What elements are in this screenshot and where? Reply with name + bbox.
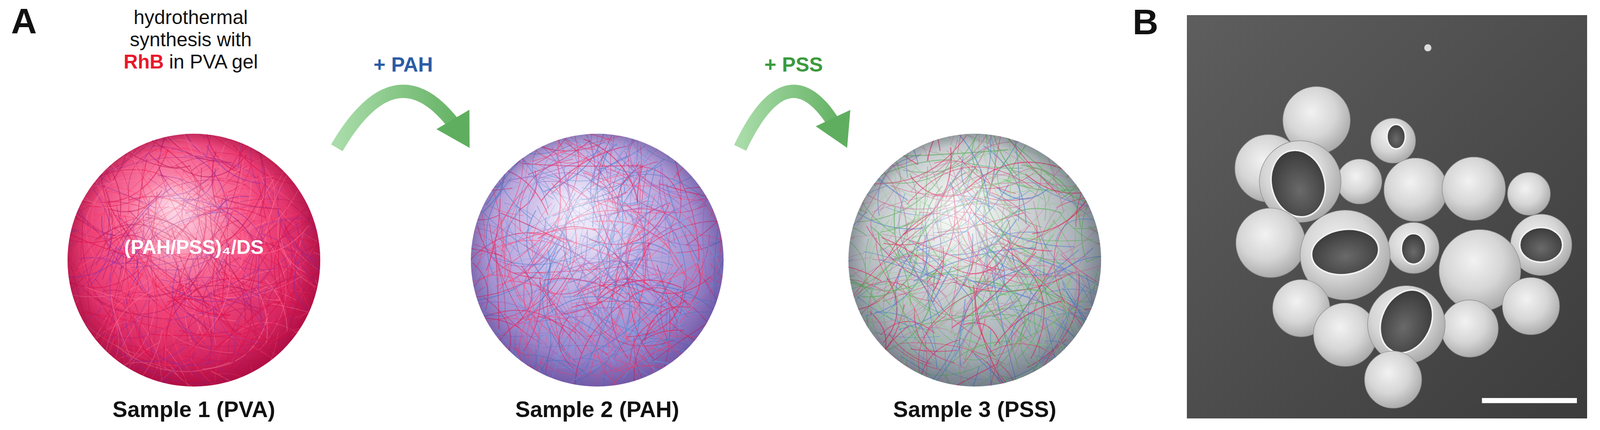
sphere-shading	[67, 133, 321, 387]
microcapsule	[1442, 156, 1506, 221]
process-arrow	[336, 91, 470, 148]
polymer-fiber	[135, 132, 148, 145]
polymer-fiber	[267, 132, 294, 161]
polymer-fiber	[866, 148, 877, 187]
scale-bar	[1482, 397, 1578, 403]
polymer-fiber	[469, 146, 523, 167]
note-block: hydrothermal synthesis withRhBin PVA gel	[110, 6, 271, 73]
polymer-fiber	[469, 145, 501, 188]
sample-caption: Sample 2 (PAH)	[515, 397, 680, 423]
microcapsule	[1387, 222, 1440, 274]
microcapsule	[1441, 300, 1499, 358]
capsule-opening	[1308, 225, 1382, 279]
arrow-shaft	[739, 91, 835, 148]
microcapsule	[1313, 303, 1377, 367]
sample-caption: Sample 1 (PVA)	[112, 397, 276, 423]
capsule-sphere: Sample 3 (PSS)	[847, 132, 1103, 388]
sphere-illustration	[469, 132, 725, 388]
arrow-shaft	[336, 91, 455, 148]
polymer-fiber	[1066, 148, 1094, 179]
sample-caption: Sample 3 (PSS)	[893, 397, 1057, 423]
process-arrow	[739, 91, 851, 148]
polymer-fiber	[847, 132, 883, 185]
sphere-shading	[848, 133, 1102, 387]
sem-background	[1186, 15, 1588, 419]
layer-formula: (PAH/PSS)₄/DS	[124, 236, 264, 258]
sphere-shading	[470, 133, 724, 387]
panel-letter: A	[11, 3, 37, 40]
sphere-illustration	[847, 132, 1103, 388]
polymer-fibers	[66, 132, 322, 388]
microcapsule	[1383, 157, 1448, 222]
sphere-body	[67, 133, 321, 387]
capsule-opening	[1370, 281, 1443, 362]
debris-speck	[1424, 44, 1432, 52]
polymer-fiber	[1097, 280, 1103, 341]
microcapsule	[1235, 208, 1306, 278]
microcapsule	[1370, 118, 1416, 164]
sem-micrograph	[1186, 15, 1588, 419]
panel-letter: B	[1132, 4, 1159, 41]
capsule-sphere: (PAH/PSS)₄/DSSample 1 (PVA)	[66, 132, 322, 388]
reagent-label: + PAH	[373, 53, 433, 77]
sphere-illustration	[66, 132, 322, 388]
note-line: hydrothermal synthesis with	[110, 6, 271, 51]
capsule-opening	[1386, 124, 1406, 149]
sphere-body	[470, 133, 724, 387]
arrow-head	[815, 109, 851, 148]
dye-name: RhB	[123, 50, 164, 73]
reagent-label: + PSS	[764, 53, 824, 77]
microcapsule	[1502, 277, 1560, 335]
note-line: RhBin PVA gel	[123, 50, 258, 73]
microcapsule	[1337, 159, 1383, 205]
synthesis-note: hydrothermal synthesis with	[110, 6, 271, 51]
capsule-opening	[1519, 227, 1563, 263]
polymer-fiber	[856, 132, 951, 140]
polymer-fibers	[847, 132, 1103, 388]
polymer-fiber	[469, 303, 483, 371]
polymer-fiber	[858, 132, 894, 166]
microcapsule	[1364, 350, 1422, 409]
synthesis-note: in PVA gel	[168, 50, 258, 73]
polymer-fiber	[275, 132, 322, 167]
capsule-sphere: Sample 2 (PAH)	[469, 132, 725, 388]
polymer-fibers	[469, 132, 725, 388]
arrow-head	[436, 109, 470, 149]
microcapsule	[1507, 172, 1551, 216]
sphere-body	[848, 133, 1102, 387]
capsule-opening	[1401, 233, 1426, 265]
polymer-fiber	[718, 169, 725, 238]
